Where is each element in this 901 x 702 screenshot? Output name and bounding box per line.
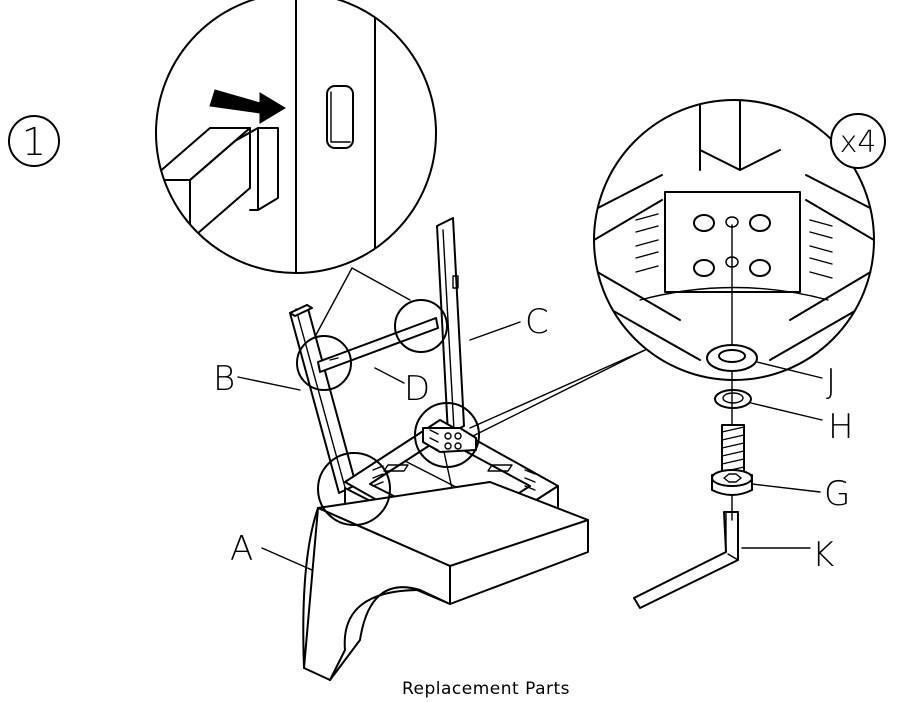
label-c: C — [525, 302, 549, 342]
label-g: G — [824, 474, 850, 514]
direction-arrow-icon — [209, 89, 286, 124]
hardware-parts — [633, 224, 823, 609]
label-a: A — [230, 529, 253, 569]
label-d: D — [404, 369, 430, 409]
caption-text: Replacement Parts — [402, 679, 570, 699]
hex-key-part-k — [633, 511, 811, 609]
lock-washer-part-h — [714, 389, 823, 421]
step-number-badge: 1 — [8, 115, 60, 167]
detail-view-bracket-bolt: x4 — [464, 99, 886, 441]
label-j: J — [826, 362, 836, 402]
step-number-text: 1 — [22, 120, 46, 164]
label-h: H — [828, 407, 854, 447]
label-b: B — [213, 359, 235, 399]
bolt-part-g — [711, 424, 821, 496]
detail-view-mortise-joint — [155, 0, 437, 347]
part-labels: A B C D J H G K — [213, 302, 854, 575]
chair-assembly — [237, 217, 589, 681]
quantity-text: x4 — [840, 125, 877, 160]
label-k: K — [812, 535, 834, 575]
washer-part-j — [706, 344, 823, 379]
